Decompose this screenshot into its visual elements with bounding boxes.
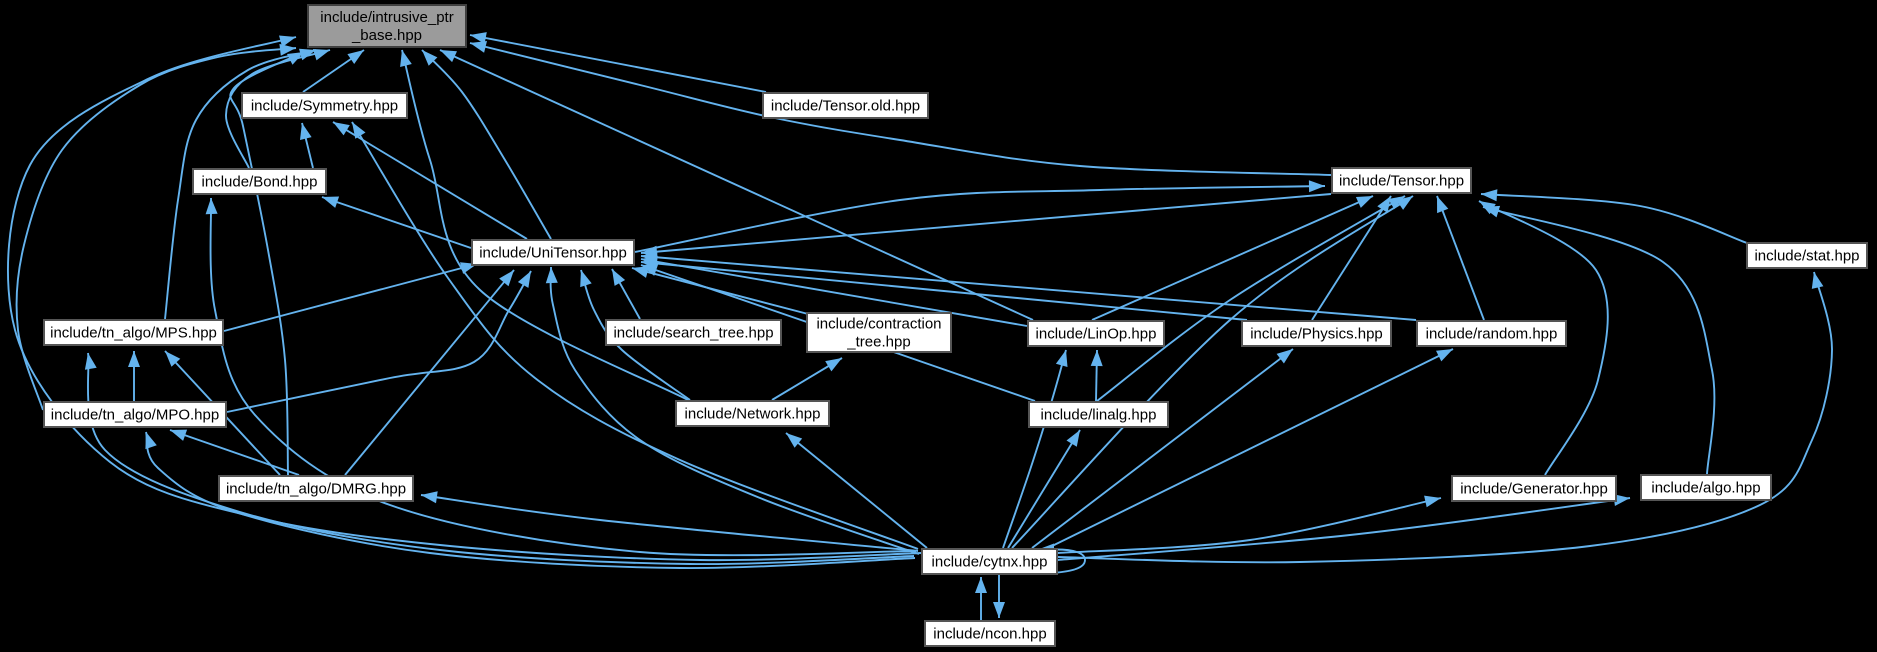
svg-text:include/Network.hpp: include/Network.hpp: [685, 406, 821, 423]
svg-text:include/linalg.hpp: include/linalg.hpp: [1041, 407, 1157, 424]
svg-text:include/Tensor.hpp: include/Tensor.hpp: [1339, 173, 1464, 190]
svg-text:include/cytnx.hpp: include/cytnx.hpp: [932, 554, 1048, 571]
svg-text:include/stat.hpp: include/stat.hpp: [1754, 248, 1859, 265]
svg-text:include/tn_algo/MPS.hpp: include/tn_algo/MPS.hpp: [50, 325, 217, 342]
svg-text:include/tn_algo/MPO.hpp: include/tn_algo/MPO.hpp: [51, 407, 219, 424]
svg-text:include/tn_algo/DMRG.hpp: include/tn_algo/DMRG.hpp: [226, 481, 406, 498]
svg-text:include/random.hpp: include/random.hpp: [1426, 326, 1558, 343]
svg-text:_base.hpp: _base.hpp: [351, 27, 422, 44]
svg-text:_tree.hpp: _tree.hpp: [846, 334, 910, 351]
svg-text:include/contraction: include/contraction: [816, 316, 941, 333]
svg-text:include/Bond.hpp: include/Bond.hpp: [202, 174, 318, 191]
svg-text:include/intrusive_ptr: include/intrusive_ptr: [320, 9, 453, 26]
svg-text:include/search_tree.hpp: include/search_tree.hpp: [613, 325, 773, 342]
svg-text:include/algo.hpp: include/algo.hpp: [1651, 480, 1760, 497]
svg-text:include/LinOp.hpp: include/LinOp.hpp: [1036, 326, 1157, 343]
svg-text:include/UniTensor.hpp: include/UniTensor.hpp: [479, 245, 627, 262]
svg-text:include/Physics.hpp: include/Physics.hpp: [1250, 326, 1383, 343]
svg-text:include/Tensor.old.hpp: include/Tensor.old.hpp: [771, 98, 920, 115]
svg-text:include/Symmetry.hpp: include/Symmetry.hpp: [251, 98, 398, 115]
svg-text:include/Generator.hpp: include/Generator.hpp: [1460, 481, 1608, 498]
svg-text:include/ncon.hpp: include/ncon.hpp: [933, 626, 1046, 643]
